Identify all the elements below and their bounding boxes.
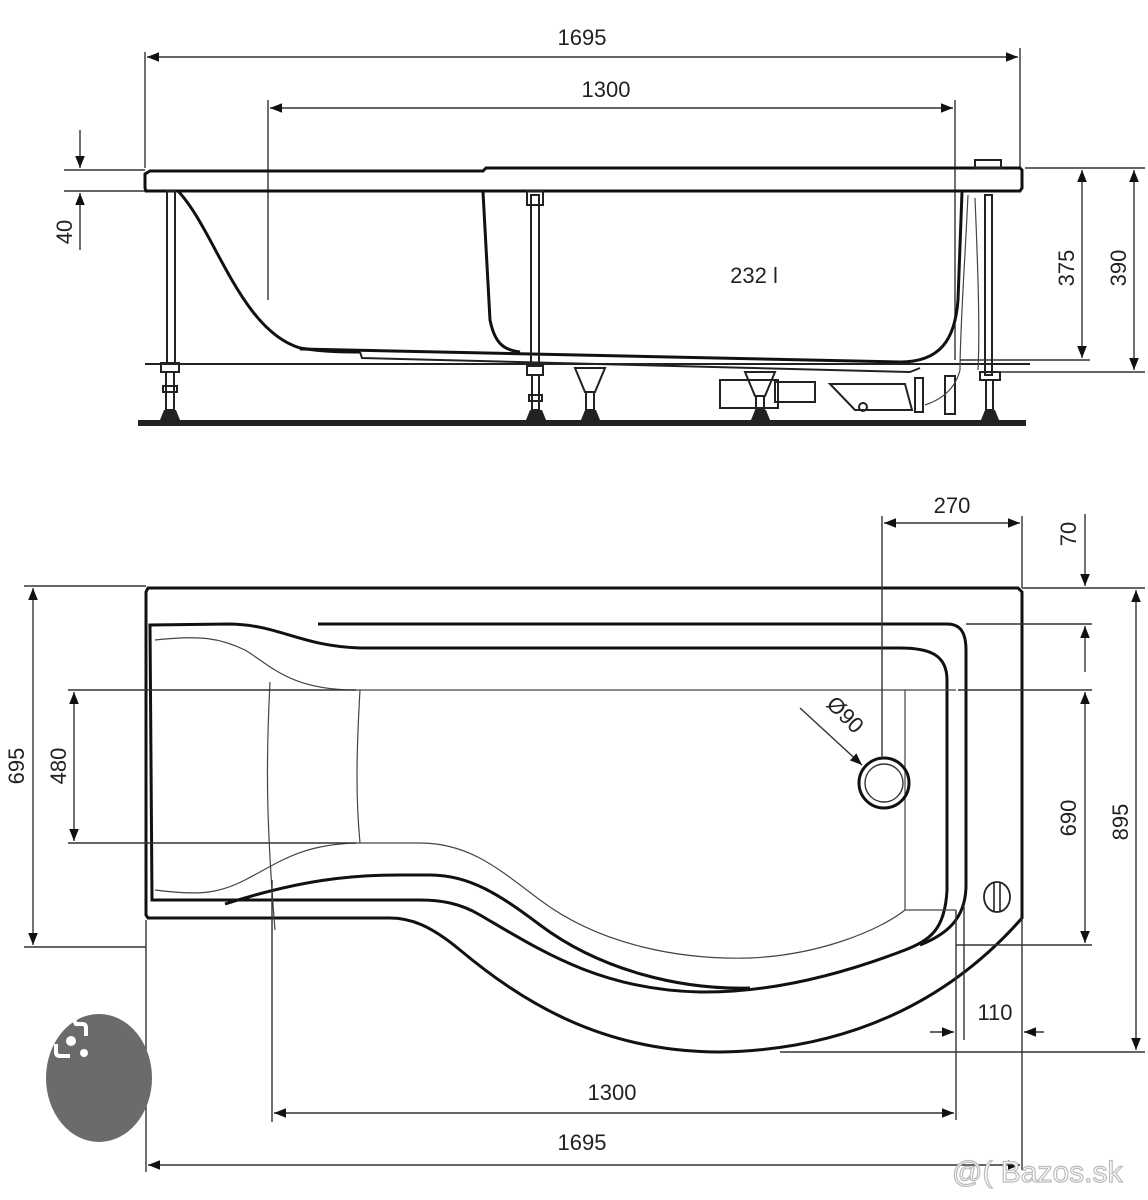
dim-label-690: 690	[1056, 800, 1081, 837]
drain-circle	[857, 756, 911, 810]
floor-line	[138, 420, 1026, 426]
dim-label-375: 375	[1054, 250, 1079, 287]
dim-basin-width: 690	[956, 692, 1092, 946]
dim-label-695: 695	[4, 748, 29, 785]
dim-label-1695-bottom: 1695	[558, 1130, 607, 1155]
dim-top-length-overall: 1695	[145, 920, 1020, 1172]
dim-label-diameter: Ø90	[822, 691, 869, 738]
dim-label-270: 270	[934, 493, 971, 518]
dim-label-390: 390	[1106, 250, 1131, 287]
dim-side-length-inner: 1300	[267, 77, 956, 360]
overflow-icon	[983, 881, 1011, 913]
side-view: 1695 1300 40	[52, 25, 1145, 426]
dim-overall-width: 895	[780, 590, 1145, 1053]
frame-legs	[160, 159, 1002, 420]
top-view: 270 Ø90 70 690 895	[4, 493, 1145, 1172]
dim-label-895: 895	[1108, 804, 1133, 841]
capacity-label: 232 l	[730, 263, 778, 288]
lens-camera-icon	[54, 1018, 88, 1058]
dim-top-length-inner: 1300	[271, 880, 954, 1122]
dim-label-1300-bottom: 1300	[588, 1080, 637, 1105]
dim-label-70: 70	[1056, 522, 1081, 546]
dim-rim-top: 70	[958, 514, 1145, 691]
dim-drain-offset: 270	[881, 493, 1023, 758]
dim-rim-thickness: 40	[52, 130, 145, 250]
dim-narrow-width: 695	[4, 585, 146, 948]
dim-rim-side: 110	[930, 905, 1044, 1170]
dim-label-1300-top: 1300	[582, 77, 631, 102]
dim-label-480: 480	[46, 748, 71, 785]
dim-seat-width: 480	[46, 689, 356, 844]
dim-drain-diameter: Ø90	[799, 691, 869, 766]
dim-label-40: 40	[52, 220, 77, 244]
dim-side-length-overall: 1695	[144, 25, 1021, 168]
google-lens-button[interactable]	[46, 1014, 152, 1142]
drain-assembly	[719, 194, 980, 415]
watermark: @( Bazos.sk	[951, 1155, 1123, 1189]
dim-heights: 375 390	[960, 167, 1145, 373]
dim-label-1695-top: 1695	[558, 25, 607, 50]
dim-label-110: 110	[977, 1000, 1012, 1025]
